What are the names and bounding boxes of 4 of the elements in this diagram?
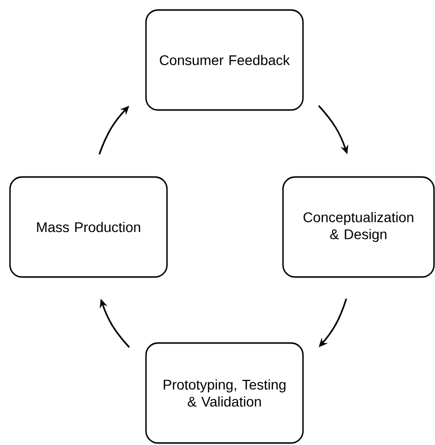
process-box: Consumer Feedback	[145, 9, 304, 111]
process-box: Mass Production	[9, 176, 168, 278]
process-box: Conceptualization & Design	[282, 176, 435, 278]
process-box: Prototyping, Testing & Validation	[145, 342, 304, 444]
